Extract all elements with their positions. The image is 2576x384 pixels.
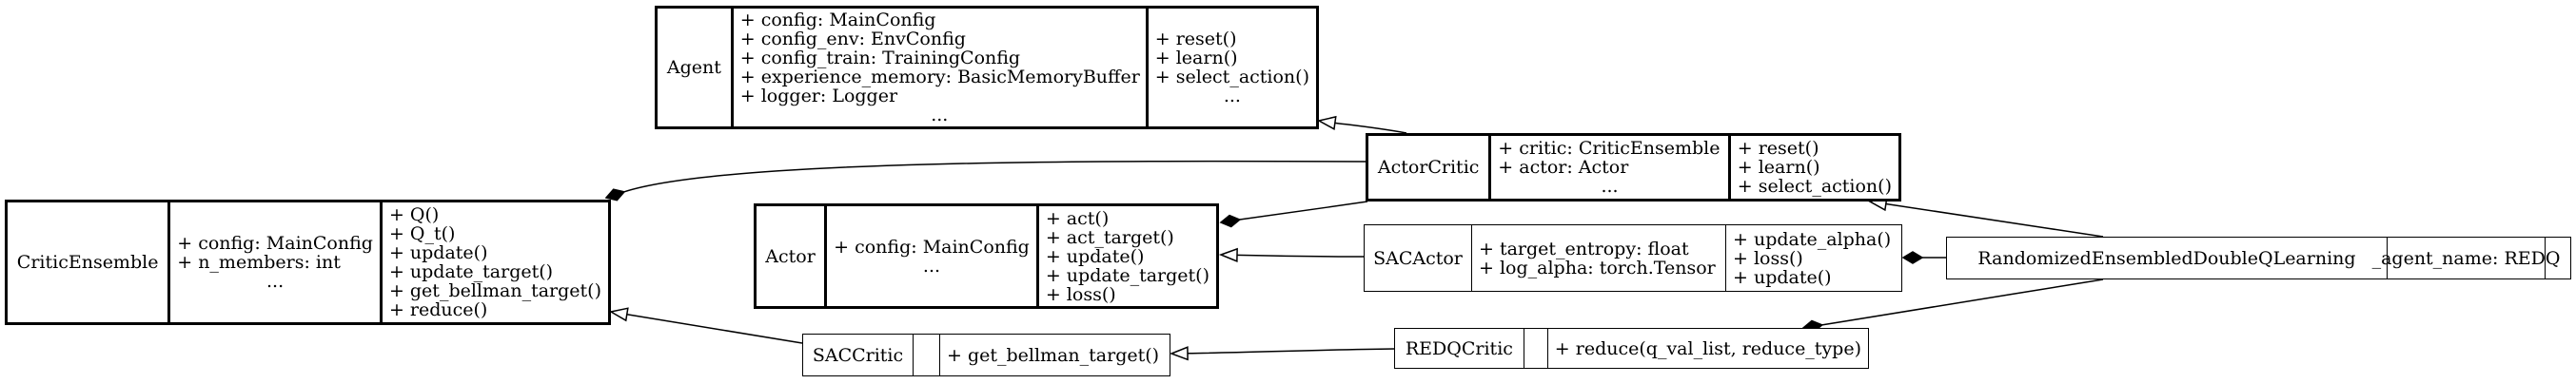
- methods-compartment: + reduce(q_val_list, reduce_type): [1546, 329, 1868, 368]
- edge-sac_critic-to-critic_ensemble: [626, 313, 803, 344]
- methods-compartment: + reset() + learn() + select_action() ..…: [1145, 9, 1316, 126]
- edge-actor_critic-to-critic_ensemble: [623, 160, 1367, 193]
- methods-compartment: + act() + act_target() + update() + upda…: [1035, 206, 1216, 306]
- method: + update_alpha(): [1733, 228, 1892, 250]
- method: + learn(): [1737, 157, 1820, 178]
- attribute: + target_entropy: float: [1479, 238, 1689, 259]
- attributes-compartment: + config: MainConfig ...: [824, 206, 1036, 306]
- attribute: + config: MainConfig: [177, 233, 373, 254]
- method: + act(): [1045, 207, 1110, 229]
- class-name: CriticEnsemble: [16, 252, 159, 273]
- attribute: + logger: Logger: [739, 86, 898, 106]
- attributes-compartment: [913, 335, 939, 375]
- method: + reduce(): [388, 299, 488, 320]
- method: + select_action(): [1737, 176, 1892, 197]
- attribute: + log_alpha: torch.Tensor: [1479, 257, 1716, 278]
- attribute: + config_train: TrainingConfig: [739, 48, 1021, 68]
- attribute-ellipsis: ...: [922, 255, 941, 277]
- attribute: + config_env: EnvConfig: [739, 29, 966, 49]
- edge-redq-to-redq_critic: [1821, 278, 2104, 326]
- attributes-compartment: + config: MainConfig + n_members: int ..…: [167, 202, 380, 322]
- method: + learn(): [1154, 48, 1238, 68]
- class-actor-critic: ActorCritic + critic: CriticEnsemble + a…: [1366, 133, 1901, 202]
- attribute-ellipsis: ...: [266, 271, 285, 292]
- method: + get_bellman_target(): [388, 280, 601, 301]
- class-redq: RandomizedEnsembledDoubleQLearning _agen…: [1946, 237, 2571, 279]
- edge-actor_critic-to-agent: [1334, 122, 1407, 134]
- method: + update(): [388, 242, 488, 263]
- method: + reduce(q_val_list, reduce_type): [1554, 337, 1861, 359]
- edge-actor_critic-to-actor: [1239, 201, 1368, 221]
- method: + loss(): [1045, 283, 1116, 305]
- class-name: SACCritic: [812, 344, 904, 366]
- inheritance-arrow-head: [608, 307, 629, 322]
- class-name: RandomizedEnsembledDoubleQLearning: [1977, 247, 2356, 269]
- attribute-ellipsis: ...: [931, 105, 949, 125]
- inheritance-arrow-head: [1218, 247, 1238, 262]
- method: + Q_t(): [388, 223, 456, 244]
- methods-compartment: + reset() + learn() + select_action(): [1727, 136, 1898, 199]
- class-critic-ensemble: CriticEnsemble + config: MainConfig + n_…: [5, 200, 611, 325]
- attributes-compartment: + critic: CriticEnsemble + actor: Actor …: [1488, 136, 1727, 199]
- method: + update(): [1733, 266, 1832, 288]
- edge-redq-to-actor_critic: [1885, 202, 2104, 238]
- methods-compartment: + Q() + Q_t() + update() + update_target…: [379, 202, 608, 322]
- edge-redq_critic-to-sac_critic: [1187, 348, 1395, 355]
- method: + update_target(): [388, 261, 554, 282]
- method: + get_bellman_target(): [947, 344, 1160, 366]
- composition-diamond-head: [1901, 251, 1924, 264]
- method: + update(): [1045, 245, 1145, 267]
- method: + Q(): [388, 204, 440, 225]
- class-redq-critic: REDQCritic + reduce(q_val_list, reduce_t…: [1394, 328, 1869, 369]
- attributes-compartment: + config: MainConfig + config_env: EnvCo…: [730, 9, 1146, 126]
- attribute: + critic: CriticEnsemble: [1498, 138, 1721, 159]
- class-name: SACActor: [1373, 247, 1463, 269]
- inheritance-arrow-head: [1169, 346, 1189, 361]
- attribute-ellipsis: ...: [1601, 176, 1619, 197]
- composition-diamond-head: [604, 188, 626, 202]
- attributes-compartment: _agent_name: REDQ: [2372, 238, 2560, 278]
- attribute: + experience_memory: BasicMemoryBuffer: [739, 67, 1140, 87]
- methods-compartment: + get_bellman_target(): [939, 335, 1170, 375]
- attribute: + n_members: int: [177, 252, 341, 273]
- inheritance-arrow-head: [1316, 115, 1337, 130]
- attribute: _agent_name: REDQ: [2371, 247, 2561, 269]
- method: + update_target(): [1045, 264, 1209, 286]
- attribute: + config: MainConfig: [739, 10, 936, 30]
- class-name: Agent: [666, 57, 721, 78]
- attributes-compartment: [1523, 329, 1547, 368]
- edge-sac_actor-to-actor: [1236, 254, 1365, 258]
- method: + act_target(): [1045, 226, 1174, 248]
- class-name: REDQCritic: [1405, 337, 1513, 359]
- class-agent: Agent + config: MainConfig + config_env:…: [655, 6, 1319, 129]
- method: + loss(): [1733, 247, 1803, 269]
- class-sac-critic: SACCritic + get_bellman_target(): [802, 334, 1170, 376]
- methods-compartment: [2545, 238, 2570, 278]
- class-name: ActorCritic: [1377, 157, 1480, 178]
- method: + reset(): [1154, 29, 1237, 49]
- method: + select_action(): [1154, 67, 1309, 87]
- methods-compartment: + update_alpha() + loss() + update(): [1725, 225, 1901, 291]
- method: + reset(): [1737, 138, 1819, 159]
- attribute: + config: MainConfig: [834, 236, 1030, 258]
- attributes-compartment: + target_entropy: float + log_alpha: tor…: [1471, 225, 1725, 291]
- composition-diamond-head: [1219, 214, 1242, 228]
- method-ellipsis: ...: [1223, 86, 1241, 106]
- class-sac-actor: SACActor + target_entropy: float + log_a…: [1364, 224, 1902, 292]
- class-actor: Actor + config: MainConfig ... + act() +…: [754, 203, 1219, 309]
- attribute: + actor: Actor: [1498, 157, 1629, 178]
- class-name: Actor: [765, 245, 816, 267]
